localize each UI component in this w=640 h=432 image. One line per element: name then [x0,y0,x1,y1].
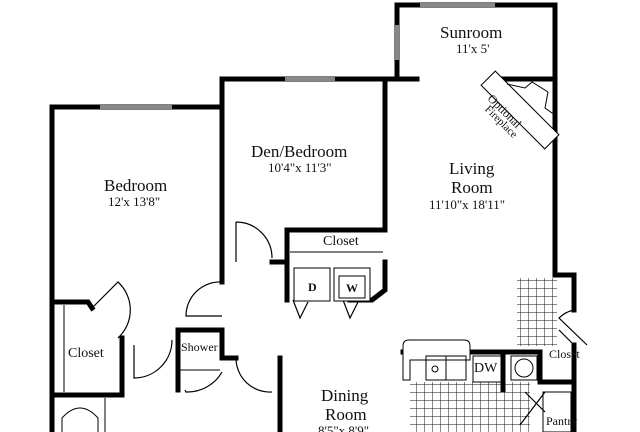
range [510,355,538,381]
kitchen-sink [425,355,467,381]
sunroom-name: Sunroom [440,23,503,42]
shower-label: Shower [181,340,218,354]
kitchen-tile-floor [410,382,530,432]
living-dims: 11'10"x 18'11" [429,197,506,212]
entry-tile-floor [517,278,557,346]
den-closet-label: Closet [323,234,359,249]
washer-inner [338,275,366,299]
dishwasher-box [472,355,502,383]
den-name: Den/Bedroom [251,142,348,161]
bedroom-name: Bedroom [104,176,168,195]
sunroom-dims: 11'x 5' [456,41,490,56]
dryer-label: D [308,280,317,294]
dining-name-2: Room [325,405,367,424]
living-name-1: Living [449,159,495,178]
bedroom-dims: 12'x 13'8" [108,194,161,209]
fireplace-hearth [506,81,556,116]
bathtub [61,407,99,432]
windows [100,3,495,109]
dining-name-1: Dining [321,386,369,405]
kitchen-counter [402,339,471,381]
doors [91,221,588,426]
den-dims: 10'4"x 11'3" [268,160,332,175]
fireplace-symbol [480,70,560,150]
bedroom-closet-label: Closet [68,346,104,361]
living-name-2: Room [451,178,493,197]
pantry-shelf [542,391,572,432]
dishwasher-label: DW [474,361,498,376]
kitchen-closet-label: Closet [549,347,580,361]
dryer-box [293,267,331,302]
pantry-label: Pantry [546,414,578,428]
washer-box [333,267,371,302]
washer-label: W [346,281,358,295]
dining-dims: 8'5"x 8'9" [318,423,370,432]
